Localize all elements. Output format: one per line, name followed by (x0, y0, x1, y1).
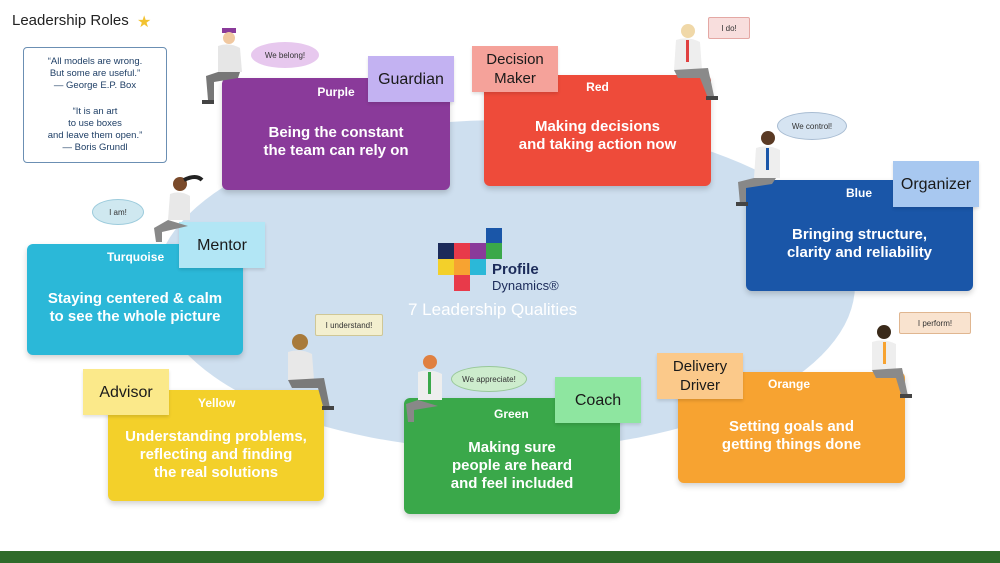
desc-turquoise: Staying centered & calm to see the whole… (47, 290, 223, 325)
quote-2-author: — Boris Grundl (62, 142, 128, 153)
role-decision-maker: Decision Maker (472, 46, 558, 92)
bubble-yellow: I understand! (315, 314, 383, 336)
desc-green: Making sure people are heard and feel in… (450, 439, 574, 492)
quote-2-text: “It is an art to use boxes and leave the… (47, 106, 143, 141)
person-green-icon (406, 355, 442, 422)
role-delivery-driver: Delivery Driver (657, 353, 743, 399)
color-name-orange: Orange (768, 377, 811, 391)
desc-red: Making decisions and taking action now (518, 118, 677, 153)
person-turquoise-icon (154, 175, 204, 242)
page-title: Leadership Roles (12, 12, 129, 29)
logo-text-line2: Dynamics® (492, 278, 559, 293)
person-orange-icon (872, 325, 912, 398)
role-organizer: Organizer (893, 161, 979, 207)
color-name-green: Green (494, 407, 529, 421)
role-mentor: Mentor (179, 222, 265, 268)
desc-purple: Being the constant the team can rely on (263, 124, 409, 159)
bubble-purple: We belong! (251, 42, 319, 68)
person-yellow-icon (288, 334, 334, 410)
bubble-orange: I perform! (899, 312, 971, 334)
card-red: Red Making decisions and taking action n… (484, 75, 711, 186)
quote-box: “All models are wrong. But some are usef… (23, 47, 167, 163)
person-red-icon (674, 24, 718, 100)
color-name-yellow: Yellow (198, 396, 236, 410)
diagram-subtitle: 7 Leadership Qualities (408, 300, 578, 319)
color-name-blue: Blue (846, 186, 873, 200)
profile-dynamics-logo-icon (438, 228, 502, 291)
card-orange: Orange Setting goals and getting things … (678, 372, 905, 483)
desc-blue: Bringing structure, clarity and reliabil… (786, 226, 933, 261)
bubble-red: I do! (708, 17, 750, 39)
logo-text-line1: Profile (492, 261, 539, 278)
color-name-turquoise: Turquoise (107, 250, 165, 264)
role-coach: Coach (555, 377, 641, 423)
color-name-red: Red (586, 80, 609, 94)
quote-1-author: — George E.P. Box (53, 80, 137, 91)
person-purple-icon (202, 28, 242, 104)
role-guardian: Guardian (368, 56, 454, 102)
person-blue-icon (736, 131, 780, 206)
card-green: Green Making sure people are heard and f… (404, 398, 620, 514)
quote-1-text: “All models are wrong. But some are usef… (47, 56, 143, 79)
star-icon: ★ (137, 14, 152, 31)
bubble-blue: We control! (777, 112, 847, 140)
bubble-green: We appreciate! (451, 366, 527, 392)
role-advisor: Advisor (83, 369, 169, 415)
bubble-turquoise: I am! (92, 199, 144, 225)
footer-bar (0, 551, 1000, 563)
desc-yellow: Understanding problems, reflecting and f… (125, 428, 307, 481)
desc-orange: Setting goals and getting things done (721, 418, 862, 453)
color-name-purple: Purple (317, 85, 355, 99)
